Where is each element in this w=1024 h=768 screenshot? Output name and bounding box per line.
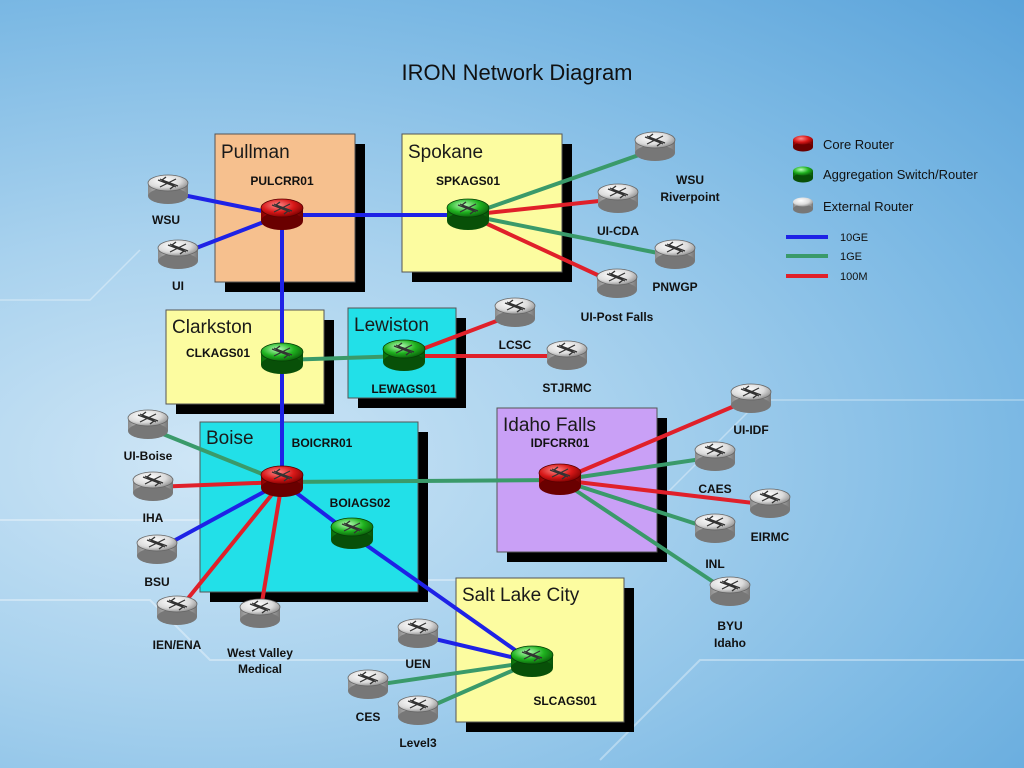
core-router-icon-pulcrr01 [260, 198, 304, 230]
external-router-icon-ui-cda [597, 183, 639, 213]
label-ui-post-falls: UI-Post Falls [581, 310, 654, 324]
link-100m-boicrr01-iha [151, 480, 284, 489]
routers [127, 131, 791, 725]
external-router-icon-inl [694, 513, 736, 543]
aggregation-router-icon-clkags01 [260, 342, 304, 374]
external-router-icon-lcsc [494, 297, 536, 327]
label-iha: IHA [143, 511, 164, 525]
site-name-boise: Boise [206, 428, 254, 449]
link-100m-idfcrr01-ui-idf [558, 397, 753, 482]
external-router-icon-ien-ena [156, 595, 198, 625]
label-lewags01: LEWAGS01 [371, 382, 437, 396]
external-router-icon-ui-post-falls [596, 268, 638, 298]
label-ui-cda: UI-CDA [597, 224, 639, 238]
external-router-icon-ui-idf [730, 383, 772, 413]
label-wsu-riverpoint-2: Riverpoint [660, 190, 719, 204]
link-10ge-boiags02-slcags01 [350, 533, 534, 664]
legend-100m-label: 100M [840, 271, 868, 283]
link-1ge-slcags01-ces [366, 660, 534, 688]
label-medical: Medical [238, 662, 282, 676]
core-router-icon-idfcrr01 [538, 463, 582, 495]
site-name-salt-lake-city: Salt Lake City [462, 585, 580, 606]
legend: Core Router Aggregation Switch/Router Ex… [786, 135, 978, 283]
site-name-spokane: Spokane [408, 142, 483, 163]
link-1ge-idfcrr01-byu [558, 478, 732, 595]
external-router-icon-level3 [397, 695, 439, 725]
external-router-icon-eirmc [749, 488, 791, 518]
label-bsu: BSU [144, 575, 169, 589]
legend-core-router-icon [793, 135, 813, 152]
link-100m-boicrr01-west-valley [258, 480, 284, 616]
label-pulcrr01: PULCRR01 [250, 174, 314, 188]
label-ui: UI [172, 279, 184, 293]
external-router-icon-wsu-riverpoint [634, 131, 676, 161]
link-1ge-spkags01-wsu-riverpoint [466, 148, 655, 217]
link-1ge-idfcrr01-caes [558, 455, 717, 482]
legend-aggregation-icon [793, 166, 813, 183]
site-name-pullman: Pullman [221, 142, 290, 163]
label-inl: INL [705, 557, 724, 571]
external-router-icon-caes [694, 441, 736, 471]
label-idfcrr01: IDFCRR01 [531, 436, 590, 450]
legend-aggregation-label: Aggregation Switch/Router [823, 167, 978, 182]
external-router-icon-stjrmc [546, 340, 588, 370]
label-idaho: Idaho [714, 636, 746, 650]
link-100m-boicrr01-ien-ena [175, 480, 284, 614]
legend-external-router-icon [793, 197, 813, 214]
label-stjrmc: STJRMC [542, 381, 592, 395]
external-router-icon-iha [132, 471, 174, 501]
aggregation-router-icon-boiags02 [330, 517, 374, 549]
label-byu: BYU [717, 619, 742, 633]
external-router-icon-ces [347, 669, 389, 699]
node-labels: PULCRR01 SPKAGS01 CLKAGS01 LEWAGS01 BOIC… [124, 173, 790, 750]
label-caes: CAES [698, 482, 731, 496]
site-name-clarkston: Clarkston [172, 317, 252, 338]
site-name-lewiston: Lewiston [354, 315, 429, 336]
label-ui-idf: UI-IDF [733, 423, 768, 437]
label-boicrr01: BOICRR01 [292, 436, 353, 450]
label-pnwgp: PNWGP [652, 280, 697, 294]
label-wsu: WSU [152, 213, 180, 227]
legend-1ge-label: 1GE [840, 251, 862, 263]
external-router-icon-ui [157, 239, 199, 269]
label-boiags02: BOIAGS02 [330, 496, 391, 510]
external-router-icon-bsu [136, 534, 178, 564]
label-uen: UEN [405, 657, 430, 671]
label-eirmc: EIRMC [751, 530, 790, 544]
aggregation-router-icon-spkags01 [446, 198, 490, 230]
core-router-icon-boicrr01 [260, 465, 304, 497]
link-100m-spkags01-ui-post-falls [466, 213, 619, 286]
legend-core-router-label: Core Router [823, 137, 894, 152]
link-1ge-boicrr01-ui-boise [146, 426, 284, 484]
link-1ge-spkags01-pnwgp [466, 213, 675, 258]
label-spkags01: SPKAGS01 [436, 174, 500, 188]
legend-external-router-label: External Router [823, 199, 914, 214]
label-clkags01: CLKAGS01 [186, 346, 250, 360]
label-ces: CES [356, 710, 381, 724]
legend-10ge-label: 10GE [840, 232, 868, 244]
label-ien-ena: IEN/ENA [153, 638, 202, 652]
external-router-icon-uen [397, 618, 439, 648]
external-router-icon-wsu [147, 174, 189, 204]
link-100m-spkags01-ui-cda [466, 197, 620, 217]
link-1ge-boicrr01-idfcrr01 [280, 478, 562, 484]
external-router-icon-byu-idaho [709, 576, 751, 606]
link-1ge-idfcrr01-inl [558, 478, 717, 532]
label-ui-boise: UI-Boise [124, 449, 173, 463]
site-name-idaho-falls: Idaho Falls [503, 415, 596, 436]
external-router-icon-pnwgp [654, 239, 696, 269]
aggregation-router-icon-lewags01 [382, 339, 426, 371]
aggregation-router-icon-slcags01 [510, 645, 554, 677]
label-west-valley: West Valley [227, 646, 293, 660]
link-10ge-boicrr01-bsu [155, 480, 284, 552]
link-100m-idfcrr01-eirmc [558, 478, 772, 507]
label-level3: Level3 [399, 736, 437, 750]
diagram-title: IRON Network Diagram [401, 60, 632, 85]
external-router-icon-west-valley-medical [239, 598, 281, 628]
label-slcags01: SLCAGS01 [533, 694, 597, 708]
label-wsu-riverpoint-1: WSU [676, 173, 704, 187]
external-router-icon-ui-boise [127, 409, 169, 439]
label-lcsc: LCSC [499, 338, 532, 352]
